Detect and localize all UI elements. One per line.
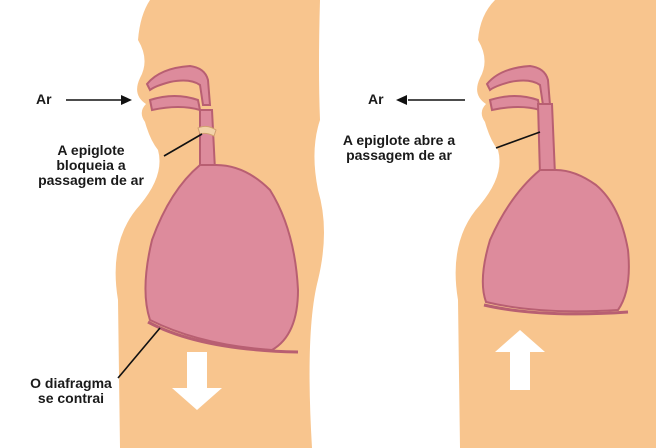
left-trachea	[200, 110, 215, 170]
left-air-label: Ar	[36, 92, 52, 107]
right-air-label: Ar	[368, 92, 384, 107]
left-epiglottis-label: A epiglote bloqueia a passagem de ar	[6, 143, 176, 188]
right-trachea	[538, 104, 555, 175]
left-diaphragm-label: O diafragma se contrai	[5, 376, 137, 406]
right-epiglottis-label: A epiglote abre a passagem de ar	[304, 133, 494, 163]
right-mouth-cavity	[490, 96, 540, 110]
right-figure	[456, 0, 656, 448]
right-air-arrowhead	[396, 95, 407, 105]
left-air-arrowhead	[121, 95, 132, 105]
left-figure	[116, 0, 324, 448]
left-mouth-cavity	[150, 96, 200, 110]
